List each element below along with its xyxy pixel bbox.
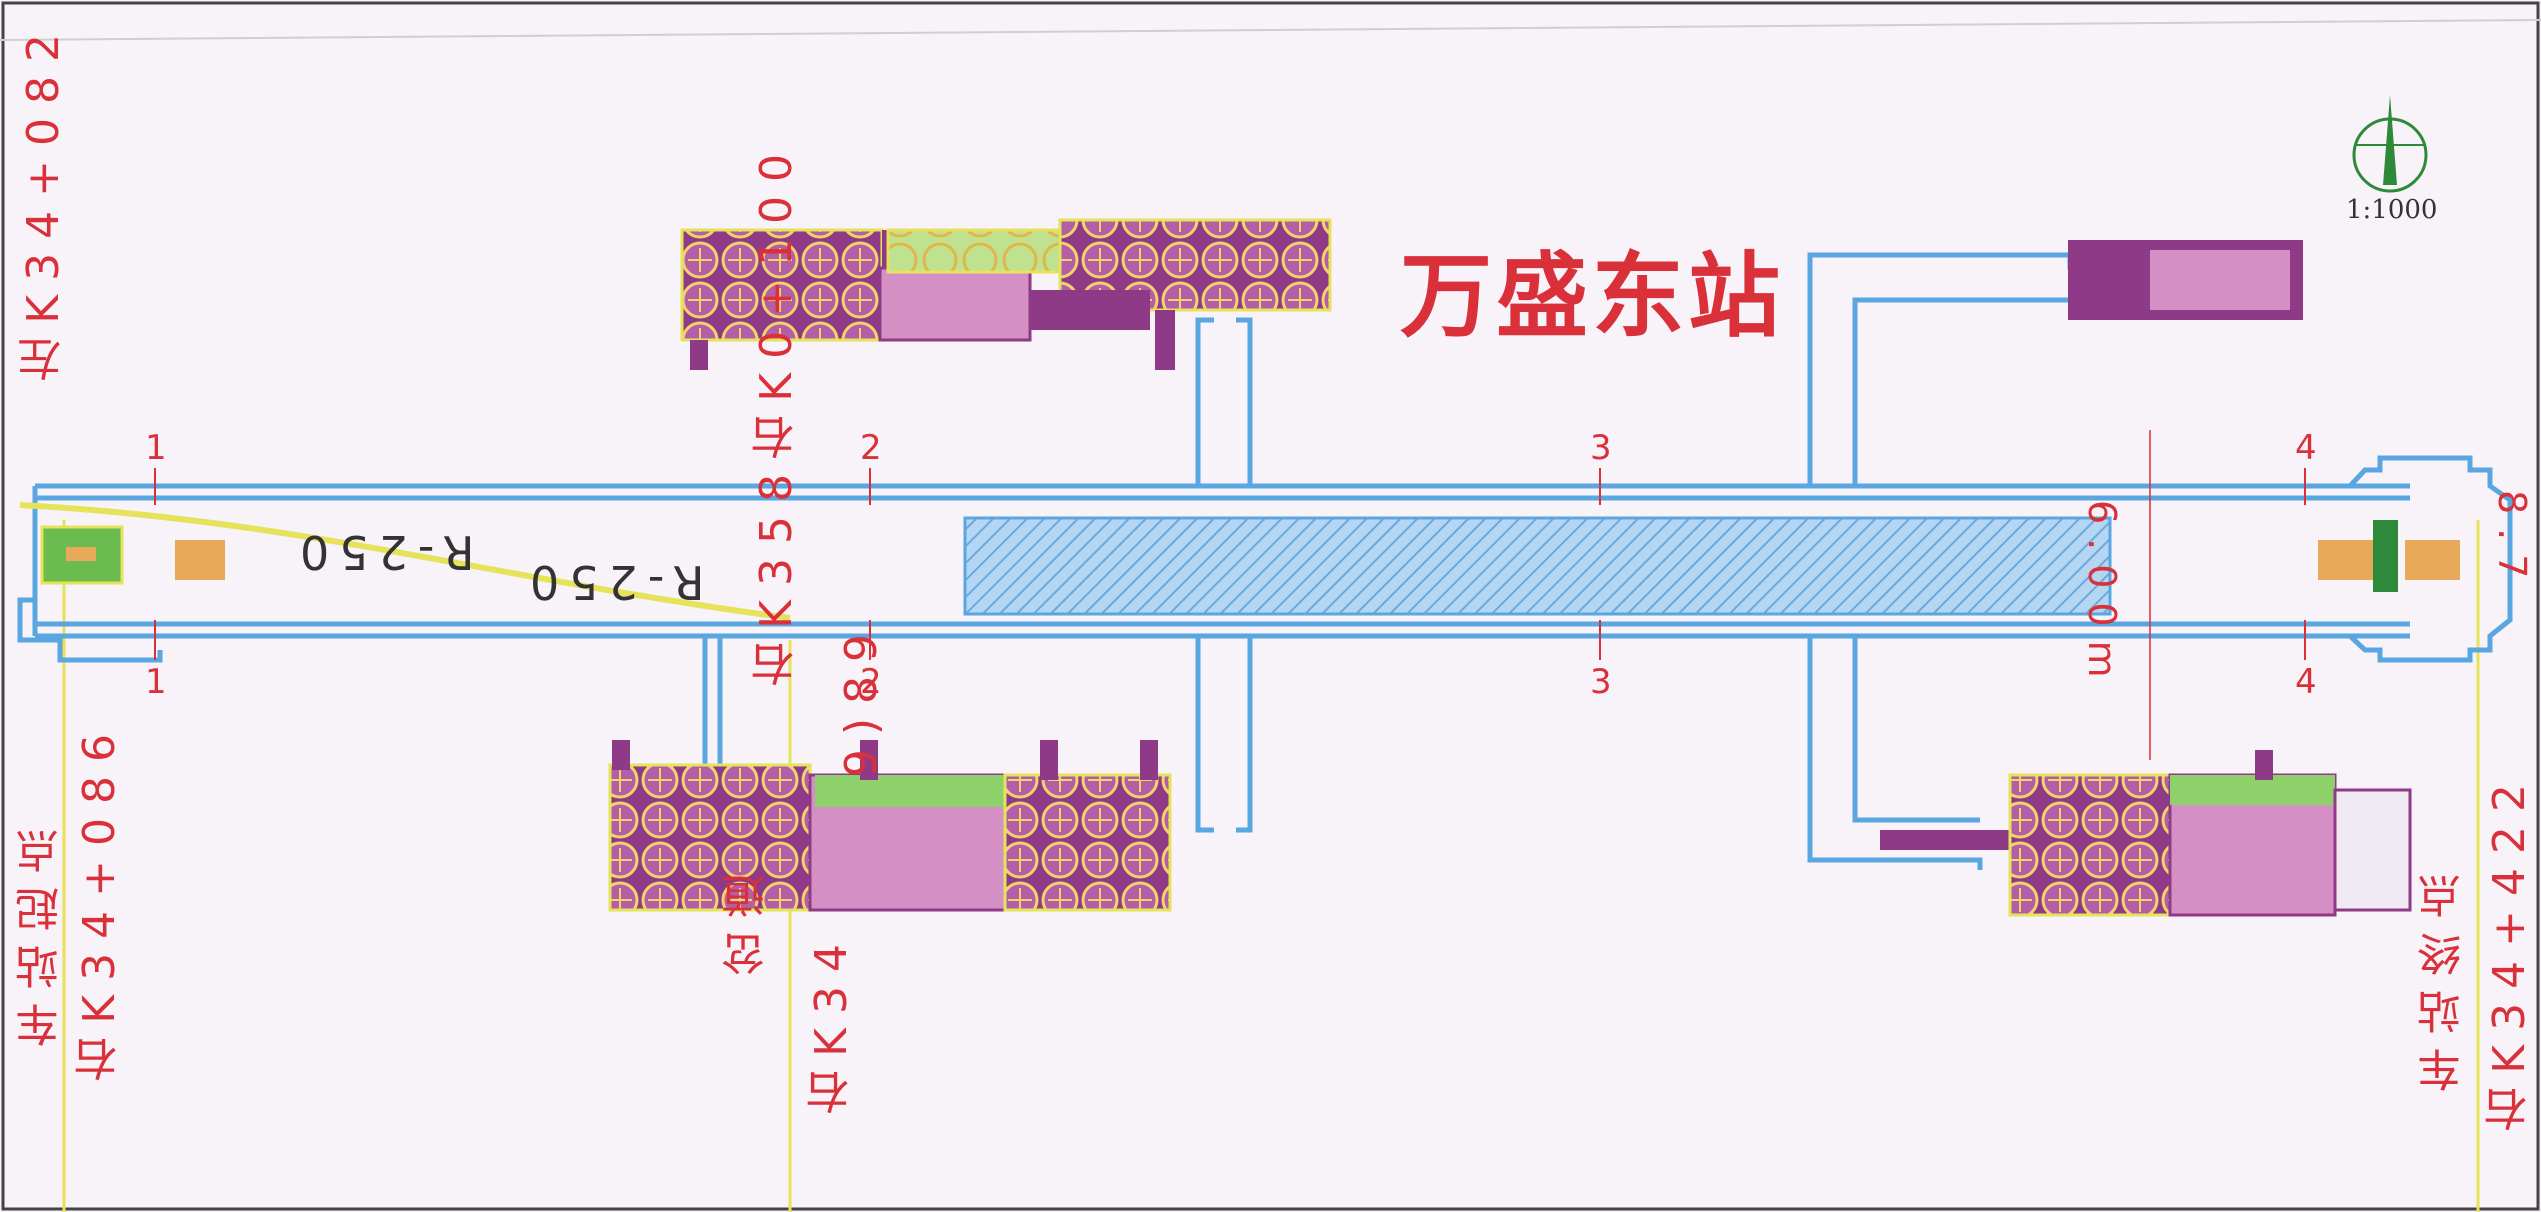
- center-chainage-a: 右K358: [751, 460, 802, 687]
- tunnel-outline: [17, 455, 2513, 663]
- north-arrow-icon: [2352, 95, 2428, 193]
- platform: [963, 516, 2112, 616]
- right-edge-label: 8.7: [2490, 490, 2534, 593]
- section-mark-4-top: 4: [2295, 428, 2317, 468]
- platform-width-label: 6.00m: [2080, 500, 2124, 692]
- station-title: 万盛东站: [1400, 243, 1785, 350]
- section-mark-1-top: 1: [145, 428, 167, 468]
- scale-label: 1:1000: [2346, 195, 2438, 225]
- section-mark-1-bottom: 1: [145, 662, 167, 702]
- structure-top-right: [2068, 240, 2303, 320]
- section-mark-3-bottom: 3: [1590, 662, 1612, 702]
- end-point-chainage: 右K34+422: [2484, 770, 2535, 1132]
- structure-top-left: [680, 218, 1332, 370]
- left-top-chainage: 左K34+082: [18, 20, 69, 382]
- section-mark-3-top: 3: [1590, 428, 1612, 468]
- section-lines: [154, 430, 2306, 760]
- tunnel-end-equipment: [40, 520, 2460, 592]
- start-point-label: 车站起点: [16, 815, 67, 1047]
- section-mark-2-bottom: 2: [860, 662, 882, 702]
- curve-line: [19, 502, 791, 621]
- center-top-chainage: 右K0+100: [751, 140, 802, 460]
- start-point-chainage: 右K34+086: [74, 720, 125, 1082]
- structure-bottom-left: [608, 740, 1172, 912]
- end-point-label: 车站终点: [2418, 860, 2469, 1092]
- turnout-label: 岔道: [722, 860, 773, 976]
- section-mark-4-bottom: 4: [2295, 662, 2317, 702]
- curve-radius-label: R-250: [290, 525, 475, 579]
- curve-radius-label-b: R-250: [520, 555, 705, 609]
- turnout-chainage: 右K34: [806, 930, 857, 1115]
- structure-bottom-right: [1880, 750, 2412, 917]
- section-mark-2-top: 2: [860, 428, 882, 468]
